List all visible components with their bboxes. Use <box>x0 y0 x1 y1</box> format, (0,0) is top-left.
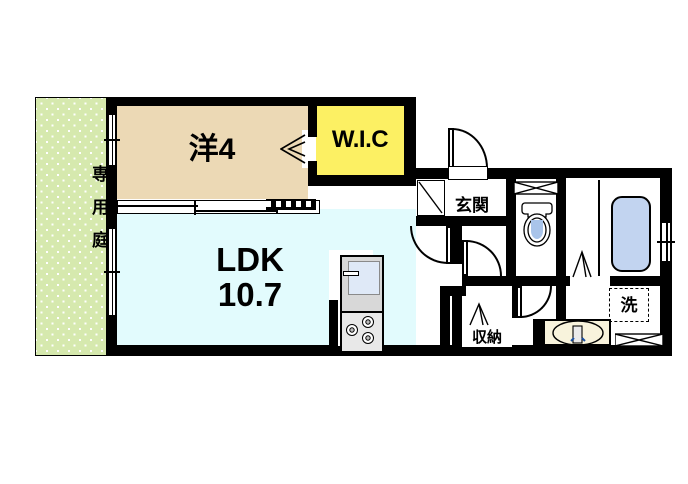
storage-hanger-icon <box>469 302 489 326</box>
bath-door-fold-icon <box>572 249 592 278</box>
wall-bedroom-south <box>107 199 117 210</box>
kitchen-faucet <box>343 271 359 276</box>
room-private-garden <box>35 97 107 356</box>
wall-toilet-right <box>556 178 566 276</box>
wall-vanity-left <box>533 319 543 356</box>
wall-hall-bottom <box>440 286 466 296</box>
ldk-name-label: LDK <box>216 241 284 278</box>
south-window <box>615 333 663 347</box>
bathtub <box>611 196 651 272</box>
wall-seg-left-a <box>107 97 117 114</box>
wall-bottom-right <box>440 345 672 356</box>
bedroom-sliding-door[interactable] <box>117 200 278 215</box>
kitchen-stove <box>340 311 384 353</box>
ldk-area-label: 10.7 <box>217 276 283 313</box>
shoe-cabinet <box>417 180 445 216</box>
kitchen-sink-basin <box>348 261 380 295</box>
bath-inner-divider <box>598 180 600 276</box>
wall-left-outer <box>107 97 117 356</box>
wall-bottom-main <box>107 345 450 356</box>
wall-toilet-bottom <box>462 276 566 286</box>
wall-laundry-left <box>556 286 566 322</box>
ldk-window-mullion <box>104 271 120 273</box>
wall-toilet-left <box>506 178 516 276</box>
storage-label: 収納 <box>462 327 512 347</box>
wall-wic-left <box>308 97 317 137</box>
wic-floor-fill <box>316 105 404 175</box>
wall-entry-step <box>416 216 506 226</box>
bedroom-floor-fill <box>116 105 308 199</box>
wall-seg-left-b <box>107 166 117 210</box>
wall-hall-right <box>452 226 462 264</box>
wall-wic-bottom <box>308 175 416 186</box>
bedroom-wic-door-icon <box>280 134 306 164</box>
wall-left-lower <box>107 316 117 356</box>
front-door-threshold <box>448 166 488 180</box>
bedroom-wic-door-opening <box>302 130 316 168</box>
wall-bath-bottom <box>566 276 672 286</box>
wall-wic-left-b <box>308 161 317 186</box>
wall-entry-top-right <box>546 168 672 179</box>
vanity-basin <box>552 320 604 346</box>
garden-label: 専用庭 <box>89 165 108 264</box>
wall-top-left <box>107 97 416 106</box>
wall-dotted-pattern <box>266 201 314 207</box>
bedroom-window-mullion <box>104 139 120 141</box>
kitchen-sink-counter <box>340 255 384 315</box>
bath-window-mullion <box>657 241 675 243</box>
wall-wic-right <box>404 97 416 180</box>
bedroom-label: 洋4 <box>188 133 236 166</box>
kitchen-wall-left <box>329 300 338 346</box>
washer-box: 洗 <box>609 288 649 322</box>
wall-hall-vert <box>440 286 450 356</box>
wall-storage-left <box>452 286 462 356</box>
wic-label: W.I.C <box>331 126 389 153</box>
toilet-fixture <box>521 202 553 247</box>
entrance-label: 玄関 <box>455 196 489 215</box>
bath-door-opening[interactable] <box>570 276 610 286</box>
toilet-window <box>514 181 558 195</box>
